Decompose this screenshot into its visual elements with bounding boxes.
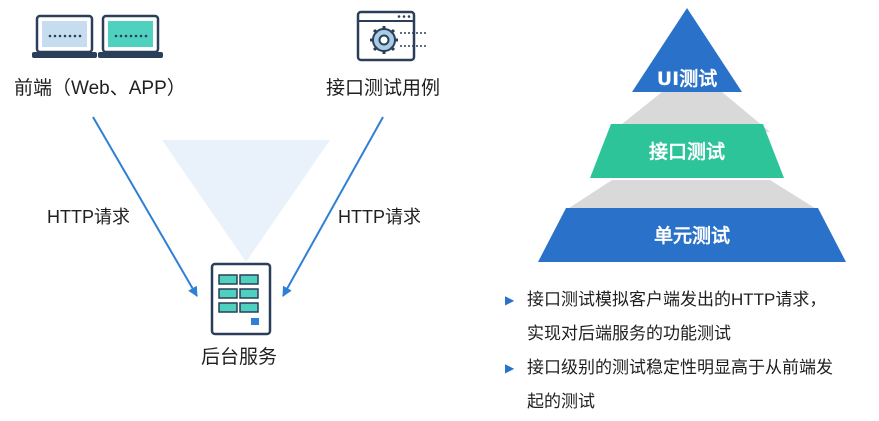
pyramid-top [632,8,742,92]
pyramid-bottom [538,208,846,262]
bullet-text: 实现对后端服务的功能测试 [527,324,731,343]
pyramid-top-label: UI测试 [657,68,718,90]
pyramid-connector [612,92,770,132]
arrow-left [92,116,198,297]
pyramid-connector [566,180,818,210]
bullet-text: 起的测试 [527,392,595,411]
bullet-text: 接口测试模拟客户端发出的HTTP请求， [527,290,827,309]
bullet-text: 接口级别的测试稳定性明显高于从前端发 [527,358,833,377]
arrow-right [282,116,384,297]
backend-service-label: 后台服务 [201,347,278,368]
background-triangle [162,140,330,262]
pyramid-middle-label: 接口测试 [649,141,725,163]
test-case-label: 接口测试用例 [326,78,441,99]
laptop-icon [32,14,97,58]
bullet-item: ▶ 接口级别的测试稳定性明显高于从前端发 起的测试 [505,351,875,419]
pyramid-bottom-label: 单元测试 [654,224,730,247]
http-request-left-label: HTTP请求 [47,207,130,227]
triangle-bullet-icon: ▶ [505,293,515,307]
pyramid-middle [590,124,784,178]
frontend-label: 前端（Web、APP） [14,78,186,99]
laptop-icon [98,14,163,58]
server-icon [210,262,272,336]
bullet-list: ▶ 接口测试模拟客户端发出的HTTP请求， 实现对后端服务的功能测试 ▶ 接口级别的… [505,283,875,419]
triangle-bullet-icon: ▶ [505,361,515,375]
http-request-right-label: HTTP请求 [338,207,421,227]
bullet-item: ▶ 接口测试模拟客户端发出的HTTP请求， 实现对后端服务的功能测试 [505,283,875,351]
gear-window-icon [356,10,426,62]
